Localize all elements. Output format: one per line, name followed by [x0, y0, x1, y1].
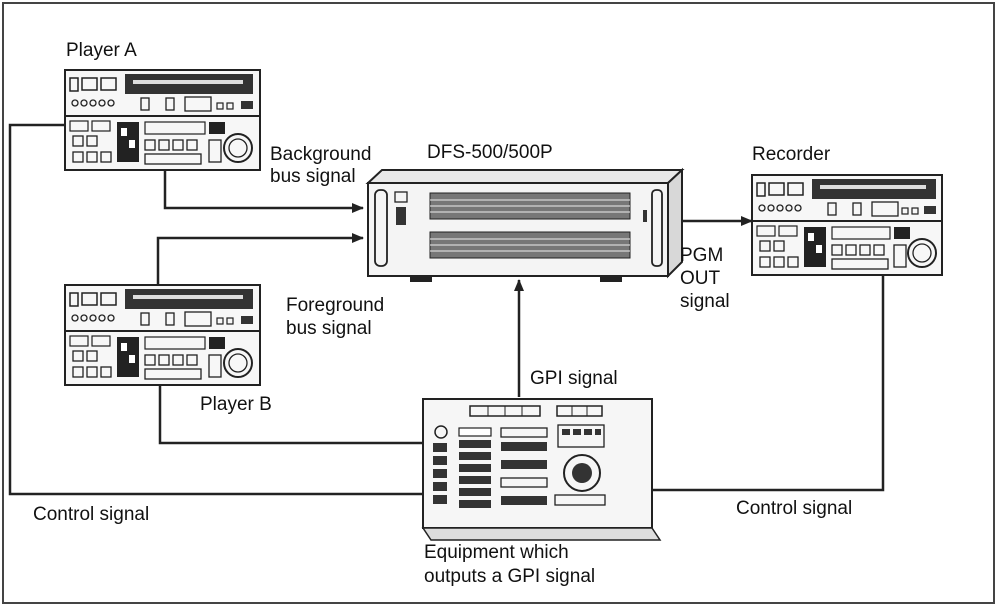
player-b-label: Player B	[200, 394, 272, 415]
recorder-label: Recorder	[752, 144, 831, 165]
control-signal-right-label: Control signal	[736, 498, 852, 519]
pgm-out-label-line3: signal	[680, 291, 730, 312]
player-b-vtr	[64, 284, 261, 386]
switcher-label: DFS-500/500P	[427, 142, 553, 163]
player-a-label: Player A	[66, 40, 137, 61]
gpi-equipment-label-line2: outputs a GPI signal	[424, 566, 595, 587]
background-bus-label-line1: Background	[270, 144, 371, 165]
player-b-control-line	[158, 385, 423, 445]
recorder-control-line	[652, 275, 885, 492]
background-bus-label-line2: bus signal	[270, 166, 356, 187]
dfs-500-unit	[365, 167, 685, 282]
recorder-vtr	[751, 174, 943, 276]
player-a-vtr	[64, 69, 261, 171]
gpi-equipment-label-line1: Equipment which	[424, 542, 569, 563]
foreground-bus-label-line1: Foreground	[286, 295, 384, 316]
pgm-out-label-line2: OUT	[680, 268, 721, 289]
control-signal-left-label: Control signal	[33, 504, 149, 525]
foreground-bus-label-line2: bus signal	[286, 318, 372, 339]
foreground-bus-line	[156, 233, 364, 285]
gpi-controller	[421, 398, 662, 541]
player-a-control-line	[8, 123, 423, 496]
gpi-signal-label: GPI signal	[530, 368, 618, 389]
signal-lines	[8, 123, 885, 496]
pgm-out-label-line1: PGM	[680, 245, 723, 266]
background-bus-line	[163, 168, 364, 213]
